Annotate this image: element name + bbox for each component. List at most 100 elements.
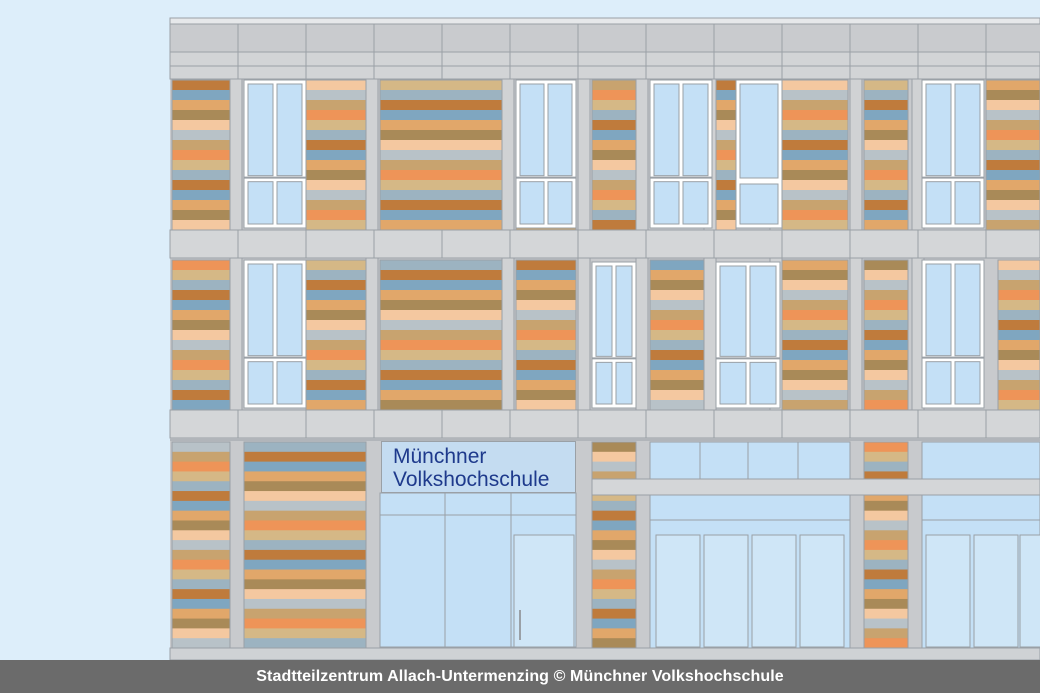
ground-cladding <box>592 510 636 521</box>
mid-cladding <box>380 260 502 271</box>
upper-cladding <box>306 220 366 231</box>
storefront-upper <box>649 441 851 481</box>
upper-cladding <box>864 80 908 91</box>
mid-cladding <box>516 270 576 281</box>
ground-cladding <box>172 500 230 512</box>
pilaster <box>849 257 863 411</box>
mid-cladding <box>516 330 576 341</box>
ground-cladding <box>864 510 908 521</box>
upper-cladding <box>172 130 230 141</box>
mid-cladding <box>998 320 1040 331</box>
upper-cladding <box>782 210 848 221</box>
parapet-panel <box>985 23 1040 53</box>
mid-cladding <box>306 370 366 381</box>
mid-cladding <box>998 390 1040 401</box>
ground-cladding <box>172 481 230 492</box>
ground-cladding <box>864 461 908 472</box>
upper-cladding <box>380 210 502 221</box>
mid-cladding <box>516 260 576 271</box>
ground-cladding <box>172 461 230 472</box>
upper-cladding <box>306 200 366 211</box>
mid-cladding <box>782 390 848 401</box>
upper-cladding <box>782 100 848 111</box>
mid-cladding <box>650 260 706 271</box>
upper-cladding <box>172 150 230 161</box>
upper-cladding <box>380 180 502 191</box>
parapet-panel <box>577 23 647 53</box>
upper-cladding <box>172 200 230 211</box>
mid-cladding <box>306 280 366 291</box>
ground-cladding <box>592 530 636 541</box>
window-pane <box>276 181 303 225</box>
ground-cladding <box>172 608 230 620</box>
mid-cladding <box>650 320 706 331</box>
upper-cladding <box>714 190 736 201</box>
mid-cladding <box>864 400 908 411</box>
upper-cladding <box>306 140 366 151</box>
mid-cladding <box>380 330 502 341</box>
upper-cladding <box>380 130 502 141</box>
mid-cladding <box>782 310 848 321</box>
upper-cladding <box>782 120 848 131</box>
mid-cladding <box>172 330 230 341</box>
parapet-panel <box>441 23 511 53</box>
mid-cladding <box>306 290 366 301</box>
mid-cladding <box>172 350 230 361</box>
upper-cladding <box>380 100 502 111</box>
upper-cladding <box>864 130 908 141</box>
window-pane <box>653 83 680 177</box>
sign-line-1: Münchner <box>393 445 487 468</box>
mid-cladding <box>864 370 908 381</box>
mid-cladding <box>306 380 366 391</box>
mid-cladding <box>380 270 502 281</box>
mid-cladding <box>650 300 706 311</box>
upper-cladding <box>782 150 848 161</box>
upper-cladding <box>714 130 736 141</box>
ground-cladding <box>592 559 636 571</box>
mid-cladding <box>380 320 502 331</box>
pilaster <box>849 78 863 231</box>
upper-cladding <box>986 140 1040 151</box>
mid-cladding <box>864 300 908 311</box>
pilaster <box>365 257 379 411</box>
mid-cladding <box>998 350 1040 361</box>
upper-cladding <box>380 80 502 91</box>
ground-cladding <box>172 530 230 541</box>
mid-cladding <box>782 400 848 411</box>
upper-cladding <box>592 190 636 201</box>
upper-cladding <box>592 150 636 161</box>
ground-cladding <box>864 530 908 541</box>
upper-cladding <box>172 90 230 101</box>
mid-cladding <box>998 340 1040 351</box>
upper-cladding <box>714 200 736 211</box>
mid-cladding <box>782 370 848 381</box>
pilaster <box>501 257 515 411</box>
mid-cladding <box>864 290 908 301</box>
pilaster <box>577 78 591 231</box>
ground-cladding <box>244 442 366 453</box>
upper-cladding <box>172 80 230 91</box>
mid-cladding <box>782 340 848 351</box>
upper-cladding <box>714 120 736 131</box>
storefront-door <box>703 534 749 648</box>
window-pane <box>954 263 981 357</box>
mid-cladding <box>306 300 366 311</box>
upper-cladding <box>306 180 366 191</box>
window-pane <box>595 265 613 357</box>
window-pane <box>925 181 952 225</box>
mid-cladding <box>306 320 366 331</box>
cladding-outline <box>863 259 909 411</box>
ground-cladding <box>864 598 908 610</box>
mid-cladding <box>650 330 706 341</box>
upper-cladding <box>380 120 502 131</box>
building-facade <box>169 17 1040 660</box>
upper-cladding <box>592 170 636 181</box>
ground-cladding <box>592 589 636 600</box>
mid-cladding <box>172 290 230 301</box>
upper-cladding <box>864 110 908 121</box>
upper-cladding <box>592 90 636 101</box>
upper-cladding <box>172 120 230 131</box>
upper-cladding <box>782 220 848 231</box>
mid-cladding <box>782 270 848 281</box>
mid-cladding <box>998 360 1040 371</box>
